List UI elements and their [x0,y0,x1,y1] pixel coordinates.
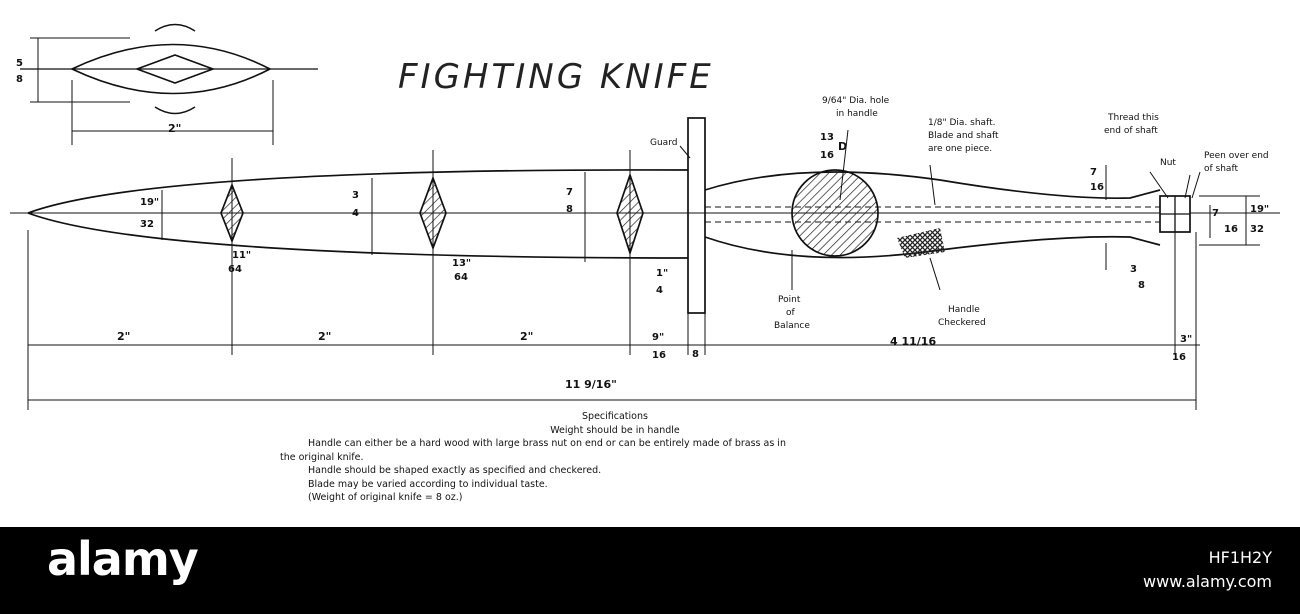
dim-butt-num: 7 [1212,208,1219,219]
dimension-lines [27,230,1200,410]
label-checkered-line2: Checkered [938,318,986,328]
dim-hole-num: 13 [820,132,834,143]
guard [687,117,706,314]
dim-total-length: 11 9/16" [565,378,617,391]
dim-neck-den: 16 [1090,182,1104,193]
specs-heading: Specifications [582,411,648,422]
blade [10,150,1280,355]
drawing-title: FIGHTING KNIFE [398,57,714,97]
label-nut: Nut [1160,158,1176,168]
dim-section-width-num: 5 [16,58,23,69]
alamy-logo: alamy [47,532,199,586]
label-checkered-line1: Handle [948,305,980,315]
dim-segment-1: 2" [117,330,130,343]
dim-thickness-2-den: 64 [454,272,468,283]
label-shaft-line2: Blade and shaft [928,131,999,141]
dim-blade-width-3-num: 7 [566,187,573,198]
dim-hole-den: 16 [820,150,834,161]
dim-end-length-den: 16 [1172,352,1186,363]
label-shaft-line3: are one piece. [928,144,992,154]
dim-thickness-2-num: 13" [452,258,471,269]
specs-line-5: Blade may be varied according to individ… [308,478,548,490]
label-hole-line1: 9/64" Dia. hole [822,96,890,106]
dim-end-length-num: 3" [1180,334,1192,345]
dim-neck-num: 7 [1090,167,1097,178]
dim-guard-gap-num: 9" [652,332,664,343]
dim-thickness-1-num: 11" [232,250,251,261]
specs-line-1: Weight should be in handle [550,424,680,436]
label-peen-line1: Peen over end [1204,151,1269,161]
handle [704,129,1260,410]
dim-end-width-den: 32 [1250,224,1264,235]
specs-line-3: the original knife. [280,451,364,463]
dim-section-width-den: 8 [16,74,23,85]
label-diameter: D [838,140,847,153]
label-pob-line3: Balance [774,321,810,331]
dim-blade-width-3-den: 8 [566,204,573,215]
dim-blade-width-1-num: 19" [140,197,159,208]
site-url: www.alamy.com [1143,572,1272,591]
dim-segment-3: 2" [520,330,533,343]
specs-line-4: Handle should be shaped exactly as speci… [308,465,602,476]
label-guard: Guard [650,138,677,148]
dim-thickness-1-den: 64 [228,264,242,275]
dim-blade-width-2-num: 3 [352,190,359,201]
dim-section-length: 2" [168,122,181,135]
dim-blade-width-2-den: 4 [352,208,359,219]
dim-end-width-num: 19" [1250,204,1269,215]
label-pob-line2: of [786,308,796,318]
dim-guard-thickness: 8 [692,349,699,360]
specs-line-6: (Weight of original knife = 8 oz.) [308,492,463,503]
watermark-bar [0,527,1300,614]
dim-guard-gap-den: 16 [652,350,666,361]
dim-pommel-den: 8 [1138,280,1145,291]
knife-drawing: FIGHTING KNIFE 5 8 2" 19" 32 3 4 7 8 11" [10,23,1280,410]
dim-pommel-num: 3 [1130,264,1137,275]
cross-section-view [20,23,318,145]
dim-thickness-3-num: 1" [656,268,668,279]
label-thread-line1: Thread this [1107,113,1159,123]
label-hole-line2: in handle [836,109,878,119]
dim-blade-width-1-den: 32 [140,219,154,230]
dim-thickness-3-den: 4 [656,285,663,296]
dim-handle-length: 4 11/16 [890,335,936,348]
dim-butt-den: 16 [1224,224,1238,235]
specifications: Specifications Weight should be in handl… [280,410,980,505]
label-pob-line1: Point [778,295,801,305]
image-id: HF1H2Y [1208,548,1272,567]
label-thread-line2: end of shaft [1104,126,1158,136]
specs-line-2: Handle can either be a hard wood with la… [308,438,786,449]
label-peen-line2: of shaft [1204,164,1238,174]
label-shaft-line1: 1/8" Dia. shaft. [928,118,995,128]
dim-segment-2: 2" [318,330,331,343]
